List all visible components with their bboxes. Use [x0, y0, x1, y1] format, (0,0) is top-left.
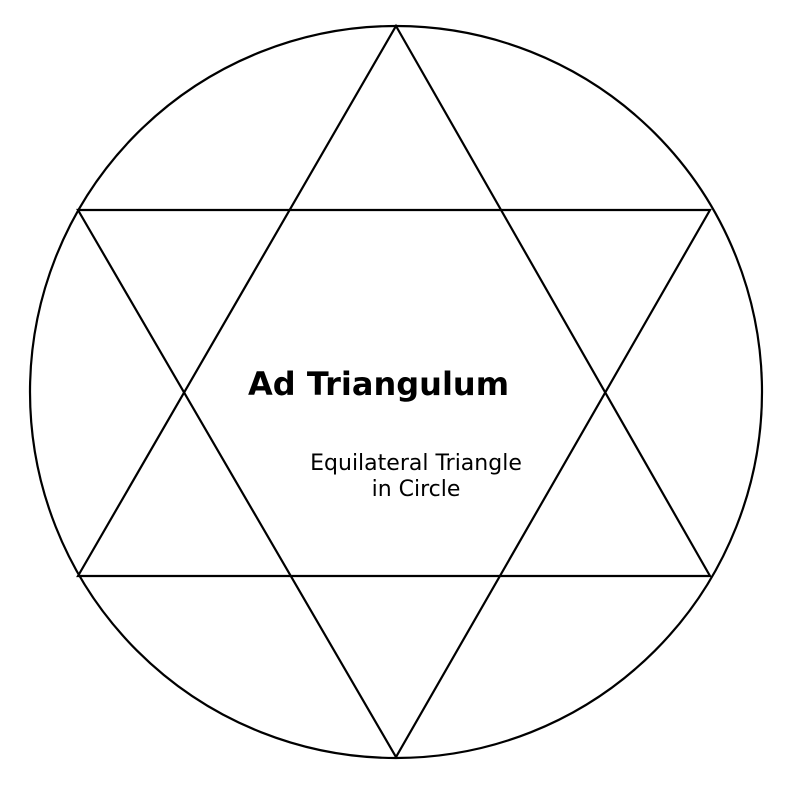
downward-triangle — [76, 208, 712, 760]
subtitle-line-2: in Circle — [371, 477, 461, 503]
subtitle-line-1: Equilateral Triangle — [310, 451, 522, 476]
diagram-title: Ad Triangulum — [248, 365, 510, 403]
diagram-subtitle: Equilateral Triangle in Circle — [266, 451, 566, 504]
upward-triangle — [76, 23, 712, 578]
